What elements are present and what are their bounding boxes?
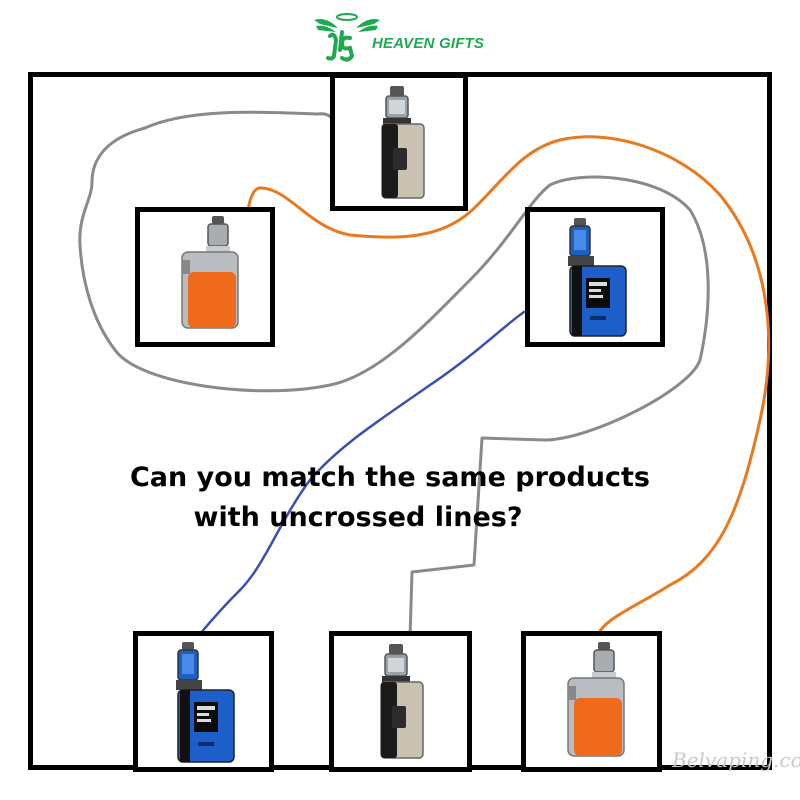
orange-mod-icon: [181, 216, 239, 329]
brand-name: HEAVEN GIFTS: [372, 35, 485, 52]
blue-mod-icon: [568, 218, 627, 337]
silver-mod-icon: [380, 644, 424, 759]
product-box-bottom-right[interactable]: [521, 631, 662, 772]
product-box-bottom-center[interactable]: [329, 631, 472, 772]
product-box-upper-left[interactable]: [135, 207, 275, 347]
product-box-upper-right[interactable]: [525, 207, 665, 347]
watermark: Belvaping.com: [672, 748, 800, 772]
heaven-gifts-logo: HEAVEN GIFTS: [312, 10, 492, 65]
product-box-bottom-left[interactable]: [133, 631, 274, 772]
puzzle-question: Can you match the same products with unc…: [90, 458, 690, 538]
product-box-top-center[interactable]: [330, 73, 468, 211]
question-line-2: with uncrossed lines?: [193, 502, 523, 533]
orange-mod-icon: [567, 642, 625, 757]
winged-hg-logo-icon: [314, 13, 380, 62]
silver-mod-icon: [381, 86, 425, 199]
blue-mod-icon: [176, 642, 235, 763]
question-line-1: Can you match the same products: [129, 462, 650, 493]
